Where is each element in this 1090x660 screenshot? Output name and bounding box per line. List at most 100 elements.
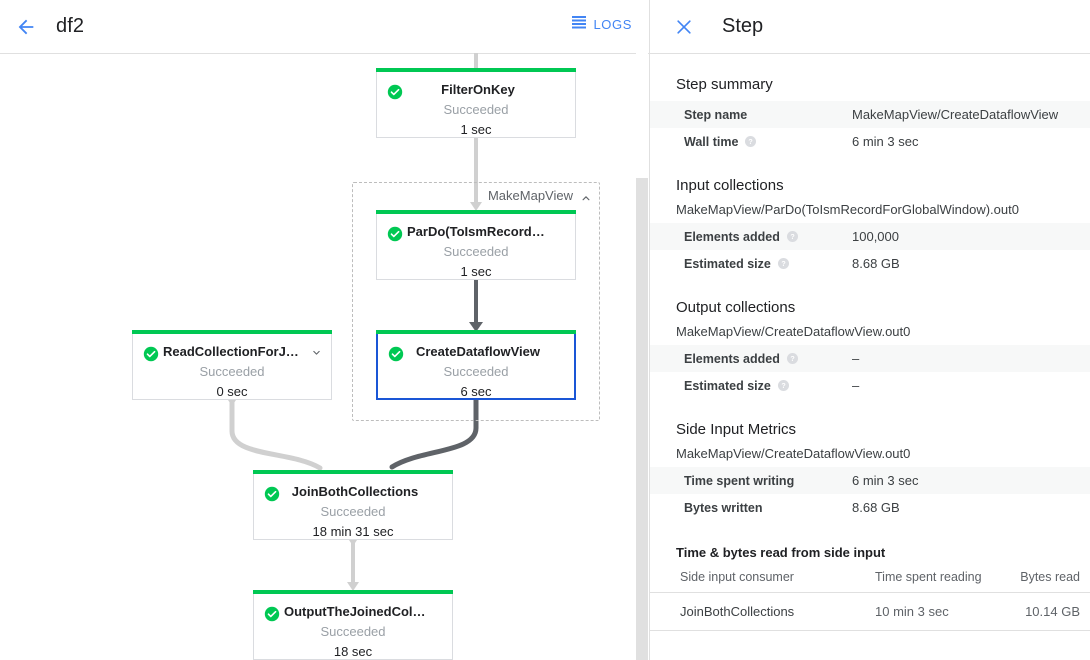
check-circle-icon: [388, 346, 404, 362]
check-circle-icon: [264, 486, 280, 502]
panel-header: Step: [650, 0, 1090, 54]
cell-time: 10 min 3 sec: [875, 592, 995, 631]
help-circle-icon[interactable]: ?: [777, 379, 790, 392]
node-time: 18 sec: [333, 644, 373, 659]
svg-text:?: ?: [790, 355, 794, 363]
check-circle-icon: [264, 606, 280, 622]
row-value: 8.68 GB: [852, 500, 900, 515]
node-title: CreateDataflowView: [415, 344, 541, 359]
help-circle-icon[interactable]: ?: [786, 230, 799, 243]
row-key: Bytes written: [684, 500, 763, 515]
row-value: 100,000: [852, 229, 899, 244]
column-header-time: Time spent reading: [875, 564, 995, 593]
check-circle-icon: [387, 84, 403, 100]
side-input-read-subheading: Time & bytes read from side input: [676, 545, 886, 560]
row-value: –: [852, 378, 860, 393]
node-status-accent: [132, 330, 332, 334]
row-key: Time spent writing: [684, 473, 795, 488]
row-value: 6 min 3 sec: [852, 473, 919, 488]
output-collections-table: Elements added? – Estimated size? –: [650, 345, 1090, 399]
section-output-collections-heading: Output collections: [676, 299, 796, 316]
input-collections-table: Elements added? 100,000 Estimated size? …: [650, 223, 1090, 277]
node-status-accent: [376, 68, 576, 72]
table-row: Estimated size? 8.68 GB: [650, 250, 1090, 277]
graph-canvas[interactable]: MakeMapView FilterOnKey Succeeded: [0, 53, 650, 660]
row-key: Estimated size?: [650, 250, 852, 277]
node-status-accent: [253, 470, 453, 474]
row-key: Elements added?: [650, 345, 852, 372]
node-time: 18 min 31 sec: [312, 524, 394, 539]
help-circle-icon[interactable]: ?: [744, 135, 757, 148]
composite-transform-makemapview[interactable]: MakeMapView: [352, 182, 600, 421]
section-input-collections-heading: Input collections: [676, 177, 784, 194]
graph-node-outputthejoinedcollection[interactable]: OutputTheJoinedCollec… Succeeded 18 sec: [253, 590, 453, 660]
table-row: Step name MakeMapView/CreateDataflowView: [650, 101, 1090, 128]
side-input-metrics-table: Time spent writing 6 min 3 sec Bytes wri…: [650, 467, 1090, 521]
row-key: Estimated size?: [650, 372, 852, 399]
check-circle-icon: [143, 346, 159, 362]
node-status: Succeeded: [443, 244, 509, 259]
row-key: Step name: [684, 107, 748, 122]
node-time: 1 sec: [460, 122, 492, 137]
section-step-summary-heading: Step summary: [676, 76, 773, 93]
logs-button-label: LOGS: [593, 17, 632, 32]
side-input-read-table: Side input consumer Time spent reading B…: [650, 564, 1090, 631]
step-summary-table: Step name MakeMapView/CreateDataflowView…: [650, 101, 1090, 155]
node-title: OutputTheJoinedCollec…: [284, 604, 426, 619]
table-row: JoinBothCollections 10 min 3 sec 10.14 G…: [650, 592, 1090, 631]
input-collection-name: MakeMapView/ParDo(ToIsmRecordForGlobalWi…: [676, 202, 1019, 217]
node-title: ReadCollectionForJoin: [163, 344, 305, 359]
node-title: FilterOnKey: [441, 82, 515, 97]
node-time: 1 sec: [460, 264, 492, 279]
table-row: Estimated size? –: [650, 372, 1090, 399]
pane-divider: [649, 0, 650, 660]
check-circle-icon: [387, 226, 403, 242]
row-value: –: [852, 351, 860, 366]
chevron-down-icon[interactable]: [310, 346, 323, 359]
table-row: Wall time? 6 min 3 sec: [650, 128, 1090, 155]
output-collection-name: MakeMapView/CreateDataflowView.out0: [676, 324, 911, 339]
svg-text:?: ?: [790, 233, 794, 241]
logs-button[interactable]: LOGS: [571, 14, 632, 35]
node-status: Succeeded: [443, 364, 509, 379]
node-status: Succeeded: [320, 504, 386, 519]
column-header-bytes: Bytes read: [995, 564, 1090, 593]
node-title: JoinBothCollections: [291, 484, 419, 499]
cell-consumer: JoinBothCollections: [650, 592, 875, 631]
chevron-up-icon[interactable]: [579, 191, 593, 205]
scrollbar-thumb[interactable]: [636, 178, 648, 660]
node-status: Succeeded: [443, 102, 509, 117]
node-time: 6 sec: [460, 384, 492, 399]
row-key: Elements added?: [650, 223, 852, 250]
svg-text:?: ?: [781, 382, 785, 390]
node-time: 0 sec: [216, 384, 248, 399]
job-graph-pane: df2 LOGS: [0, 7, 650, 660]
row-value: 8.68 GB: [852, 256, 900, 271]
panel-title: Step: [722, 15, 764, 37]
node-status-accent: [253, 590, 453, 594]
cell-bytes: 10.14 GB: [995, 592, 1090, 631]
node-status-accent: [376, 330, 576, 334]
graph-vertical-scrollbar[interactable]: [636, 53, 648, 660]
table-row: Elements added? 100,000: [650, 223, 1090, 250]
table-header-row: Side input consumer Time spent reading B…: [650, 564, 1090, 593]
side-input-collection-name: MakeMapView/CreateDataflowView.out0: [676, 446, 911, 461]
arrow-back-icon[interactable]: [6, 7, 46, 47]
graph-node-joinbothcollections[interactable]: JoinBothCollections Succeeded 18 min 31 …: [253, 470, 453, 540]
help-circle-icon[interactable]: ?: [777, 257, 790, 270]
graph-node-readcollectionforjoin[interactable]: ReadCollectionForJoin Succeeded 0 sec: [132, 330, 332, 400]
section-side-input-metrics-heading: Side Input Metrics: [676, 421, 797, 438]
graph-node-createdataflowview[interactable]: CreateDataflowView Succeeded 6 sec: [376, 330, 576, 400]
graph-node-pardo-toismrecord[interactable]: ParDo(ToIsmRecordFor… Succeeded 1 sec: [376, 210, 576, 280]
composite-label: MakeMapView: [487, 188, 573, 203]
help-circle-icon[interactable]: ?: [786, 352, 799, 365]
table-row: Time spent writing 6 min 3 sec: [650, 467, 1090, 494]
row-key: Wall time?: [650, 128, 852, 155]
graph-node-filteronkey[interactable]: FilterOnKey Succeeded 1 sec: [376, 68, 576, 138]
close-icon[interactable]: [664, 7, 704, 47]
page-title: df2: [56, 15, 85, 37]
column-header-consumer: Side input consumer: [650, 564, 875, 593]
panel-body: Step summary Step name MakeMapView/Creat…: [650, 76, 1090, 631]
logs-list-icon: [571, 14, 587, 35]
row-value: 6 min 3 sec: [852, 134, 919, 149]
